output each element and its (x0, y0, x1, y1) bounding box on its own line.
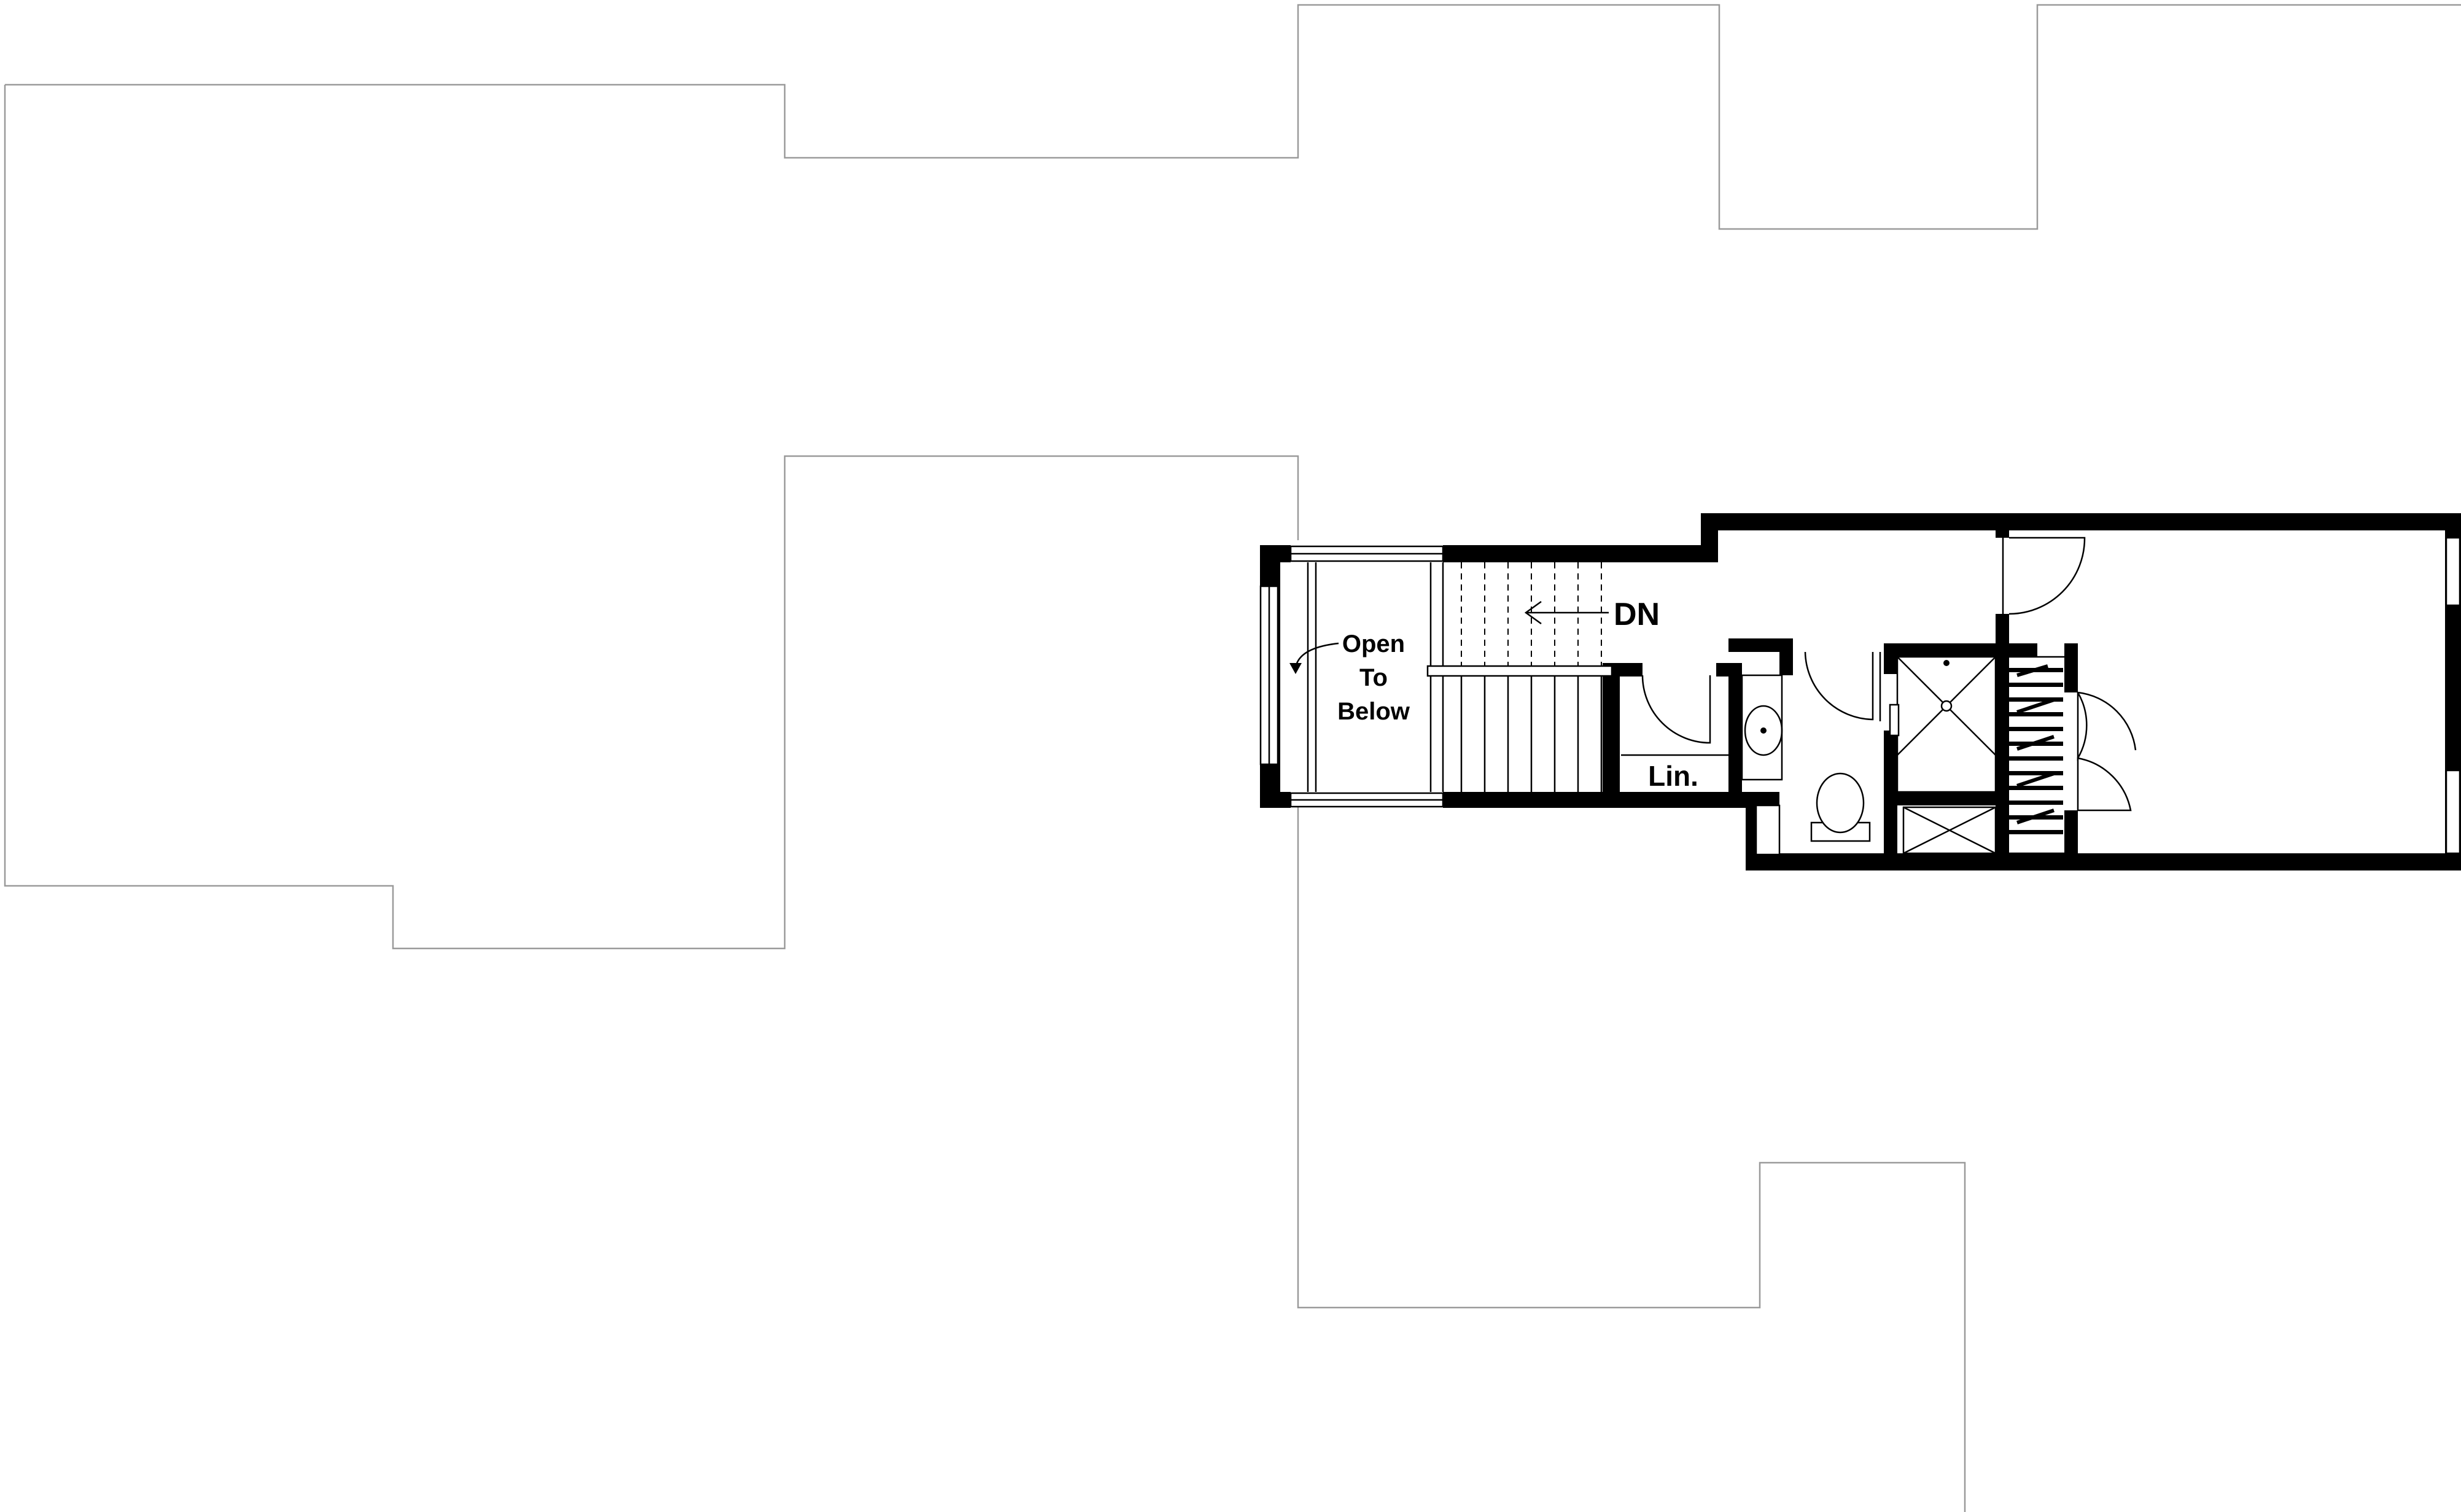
storage-cabinet (1902, 806, 1997, 855)
open-label-line1: Open (1342, 630, 1405, 657)
toilet-bowl (1816, 772, 1865, 834)
bathroom (1741, 651, 1881, 856)
down-arrow-head (1524, 600, 1542, 625)
left-roof-outline (5, 4, 2461, 230)
sink (1744, 705, 1783, 756)
down-label: DN (1614, 597, 1660, 632)
shower-drain (1940, 700, 1953, 712)
stairs: DN (1426, 562, 1660, 792)
interior-walls (1603, 513, 2078, 859)
linen-label: Lin. (1648, 760, 1698, 792)
hangers (2009, 664, 2063, 834)
right-window-lower (2445, 769, 2461, 855)
closet-door-lower (2077, 757, 2132, 812)
bedroom-door (2002, 537, 2086, 615)
shower (1889, 656, 1997, 793)
open-label-line3: Below (1337, 698, 1410, 725)
closet-door-upper (2077, 692, 2088, 761)
stair-treads (1460, 562, 1603, 792)
open-to-below-area: Open To Below (1289, 562, 1410, 792)
right-window-upper (2445, 537, 2461, 607)
linen-closet: Lin. (1621, 675, 1728, 792)
roof-outlines (4, 4, 2461, 1512)
left-lower-outline (4, 85, 1299, 950)
bathroom-door-swing (1804, 651, 1874, 721)
open-arrow (1294, 642, 1339, 669)
walk-in-closet (2009, 656, 2137, 855)
open-label-line2: To (1359, 664, 1388, 691)
windows (1259, 537, 2461, 855)
exterior-walls (1260, 513, 2461, 870)
bottom-lower-outline (1297, 795, 1966, 1512)
